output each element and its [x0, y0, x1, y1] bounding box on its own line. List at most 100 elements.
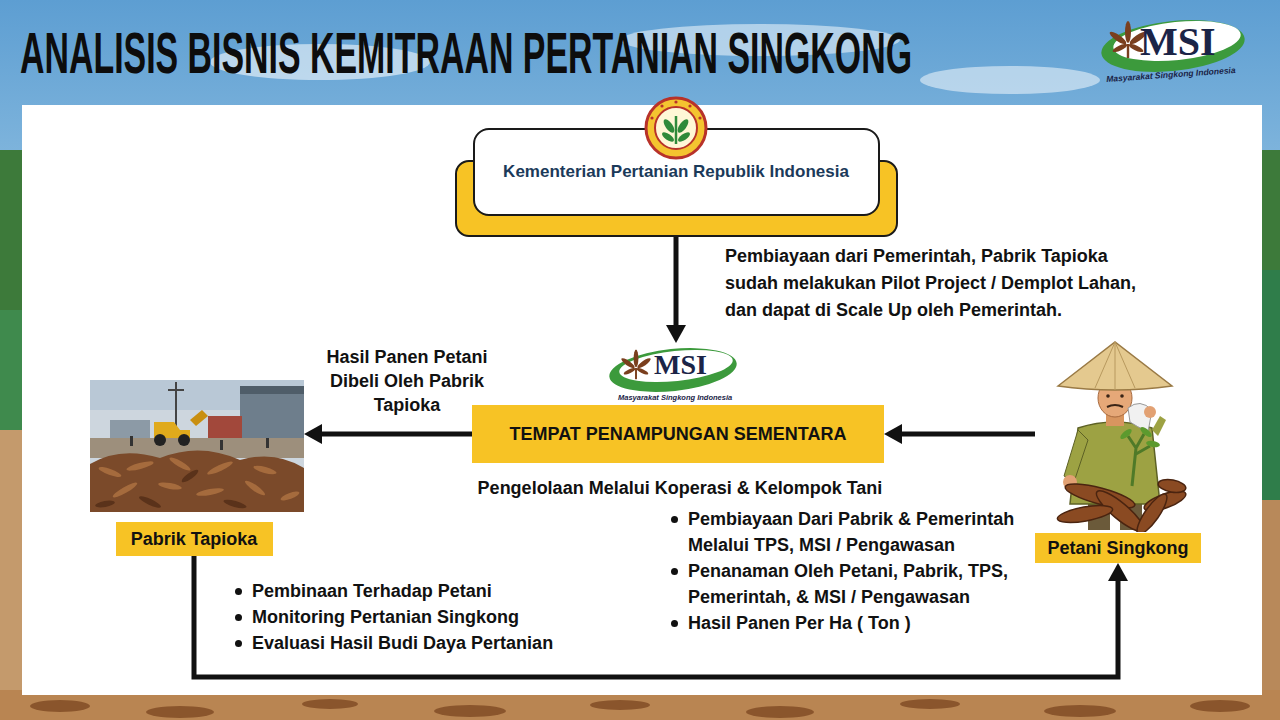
bullet-text: Pembinaan Terhadap Petani [232, 578, 662, 604]
ministry-emblem [640, 96, 712, 162]
bullet-list: Pembinaan Terhadap PetaniMonitoring Pert… [232, 578, 662, 656]
arrow-head [666, 325, 686, 343]
background-scene-part [30, 700, 90, 712]
background-scene-part [746, 706, 814, 718]
background-scene-part [0, 430, 22, 720]
factory-photo-part [168, 455, 192, 472]
msi-logo-part [1111, 15, 1242, 66]
arrow-head [884, 424, 902, 444]
farmer-node: Petani Singkong [1035, 340, 1201, 563]
arrow-head [1108, 563, 1128, 581]
connector-line [320, 432, 472, 437]
background-scene-part [1190, 700, 1250, 712]
factory-photo-part [280, 490, 301, 502]
ministry-emblem-part [698, 116, 701, 119]
ministry-emblem-part [650, 100, 701, 119]
factory-photo-part [98, 455, 301, 502]
factory-photo-part [111, 480, 138, 499]
farmer-illustration-part [1128, 434, 1150, 486]
background-scene-part [146, 706, 214, 718]
msi-logo-part [1125, 21, 1131, 43]
factory-photo-part [266, 438, 269, 448]
farmer-illustration [1040, 336, 1190, 532]
farmer-illustration-part [1119, 427, 1134, 441]
background-scene-part [1044, 705, 1116, 717]
page-title: ANALISIS BISNIS KEMITRAAN PERTANIAN SING… [20, 24, 912, 82]
connector-arrow [884, 424, 1035, 444]
background-scene-part [1262, 150, 1280, 270]
msi-logo-part [1112, 42, 1129, 53]
background-scene-part [22, 105, 1262, 695]
background-scene-part [1262, 500, 1280, 720]
factory-photo-part [126, 459, 155, 472]
ministry-emblem-part [646, 98, 706, 158]
ministry-box: Kementerian Pertanian Republik Indonesia [455, 96, 898, 237]
ministry-emblem-part [675, 116, 678, 144]
ministry-emblem-part [676, 117, 691, 134]
bullet-text: Penanaman Oleh Petani, Pabrik, TPS, Peme… [668, 558, 1030, 610]
farmer-illustration-part [1106, 394, 1110, 398]
edge-label: Hasil Panen Petani Dibeli Oleh Pabrik Ta… [312, 345, 502, 417]
ministry-emblem-part [650, 116, 653, 119]
edge-label: Pembiayaan dari Pemerintah, Pabrik Tapio… [725, 243, 1140, 324]
factory-photo-part [158, 481, 183, 491]
farmer-illustration-part [1139, 425, 1154, 439]
factory-node: Pabrik Tapioka [90, 380, 304, 556]
msi-logo-part [1108, 30, 1128, 46]
farmer-illustration-part [1056, 502, 1114, 526]
factory-photo-part [168, 389, 184, 391]
factory-photo-part [90, 380, 304, 512]
farmer-illustration-part [1095, 342, 1135, 390]
bullet-text: Pembiayaan Dari Pabrik & Pemerintah Mela… [668, 506, 1030, 558]
background-scene-part [30, 699, 1250, 718]
msi-logo-part [636, 357, 652, 370]
farmer-illustration-part [1120, 394, 1124, 398]
logo-wordmark: MSI [654, 350, 707, 380]
factory-photo-part [196, 487, 225, 498]
ministry-emblem-part [660, 104, 663, 107]
farmer-illustration-part [1107, 405, 1123, 407]
name-tag: Pabrik Tapioka [116, 522, 273, 556]
management-note: Pengelolaan Melalui Koperasi & Kelompok … [380, 476, 980, 500]
factory-photo-part [206, 459, 234, 476]
farmer-illustration-part [1146, 440, 1161, 448]
background-scene-part [900, 699, 960, 709]
factory-photo-part [240, 386, 304, 394]
logo-subtitle: Masyarakat Singkong Indonesia [618, 393, 732, 403]
farmer-illustration-part [1157, 478, 1187, 495]
factory-photo-part [130, 436, 133, 446]
ministry-emblem-part [655, 107, 697, 149]
msi-logo-part [636, 367, 649, 376]
connector-arrow [304, 424, 472, 444]
connector-arrow [666, 237, 686, 343]
node-text: Kementerian Pertanian Republik Indonesia [503, 161, 849, 183]
ministry-emblem-part [662, 117, 677, 134]
factory-photo-part [190, 410, 208, 426]
ministry-emblem-part [688, 104, 691, 107]
msi-logo-part [620, 350, 652, 380]
farmer-illustration-part [1152, 416, 1166, 436]
factory-photo-part [223, 498, 248, 510]
msi-logo-part [607, 346, 739, 394]
msi-logo-part [618, 346, 735, 387]
background-scene-part [920, 66, 1100, 94]
msi-logo-part [623, 367, 636, 376]
collection-band: TEMPAT PENAMPUNGAN SEMENTARA [472, 405, 884, 463]
farmer-illustration-part [1133, 490, 1172, 532]
bullet-text: Evaluasi Hasil Budi Daya Pertanian [232, 630, 662, 656]
connector-line [194, 556, 1118, 677]
msi-logo-part [1127, 44, 1129, 58]
node-text: TEMPAT PENAMPUNGAN SEMENTARA [510, 422, 847, 446]
bullet-text: Monitoring Pertanian Singkong [232, 604, 662, 630]
ministry-emblem-part [677, 131, 692, 144]
background-scene-part [0, 310, 22, 430]
background-scene-part [1262, 270, 1280, 500]
farmer-illustration-part [1056, 478, 1188, 532]
connector-line [900, 432, 1035, 437]
factory-photo-part [243, 479, 266, 498]
factory-photo-part [180, 468, 200, 484]
factory-photo-part [253, 464, 278, 476]
